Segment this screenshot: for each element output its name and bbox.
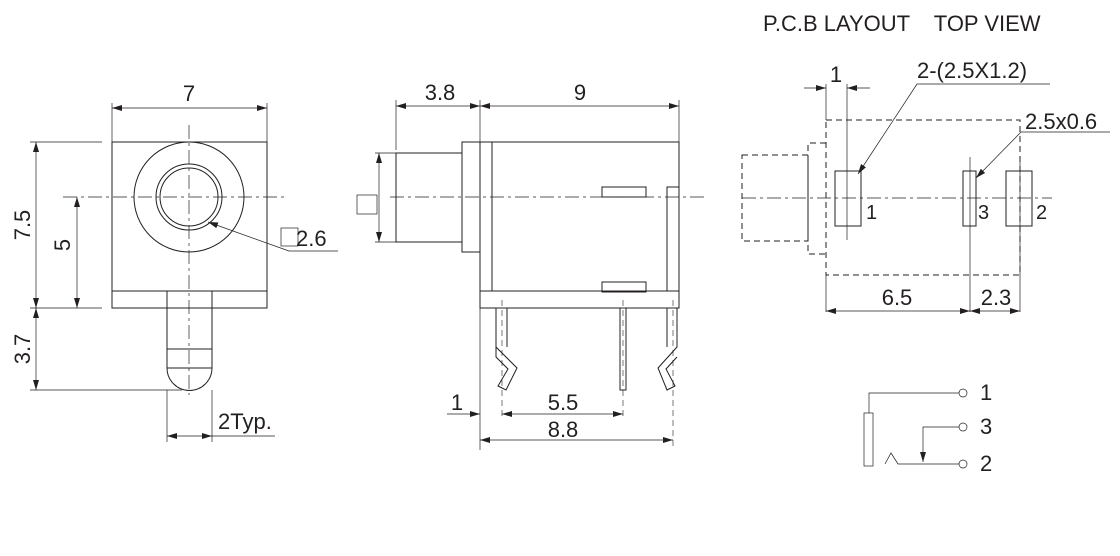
- dim-pin-width: 2Typ.: [218, 409, 272, 434]
- schematic-symbol: 1 3 2: [863, 380, 992, 476]
- pcb-title: P.C.B LAYOUT TOP VIEW: [763, 11, 1041, 36]
- pad-3: [962, 170, 977, 227]
- pad-label: 3: [978, 202, 989, 224]
- pin-left: [495, 308, 518, 391]
- pcb-layout: P.C.B LAYOUT TOP VIEW 1 3 2 1 2-(2.5X1.2…: [741, 11, 1110, 314]
- dim-edge-offset: 1: [830, 62, 842, 87]
- pin-front: [166, 291, 213, 391]
- dim-pin-span: 8.8: [548, 417, 579, 442]
- dim-pin-spacing: 5.5: [548, 390, 579, 415]
- dim-pin-length: 3.7: [10, 334, 35, 365]
- terminal-3-icon: [958, 422, 968, 432]
- square-symbol-icon: [280, 227, 299, 247]
- pad-1: [834, 170, 862, 227]
- dim-height: 7.5: [10, 210, 35, 241]
- dim-center-height: 5: [50, 239, 75, 251]
- jack-body-outline: [111, 141, 268, 309]
- terminal-label: 1: [980, 380, 992, 405]
- dim-plug-length: 3.8: [425, 80, 456, 105]
- dim-pin-offset: 1: [451, 390, 463, 415]
- terminal-label: 3: [980, 414, 992, 439]
- dim-spacing-1: 6.5: [882, 285, 913, 310]
- side-body-outline: [479, 141, 680, 309]
- pad-2: [1005, 170, 1033, 227]
- front-view: 7 7.5 5 3.7 2Typ. 2.6: [10, 81, 338, 442]
- pad-label: 1: [866, 202, 877, 224]
- large-pad-note: 2-(2.5X1.2): [917, 58, 1027, 83]
- footprint-outline: [825, 119, 1021, 276]
- terminal-2-icon: [958, 459, 968, 469]
- dim-body-length: 9: [574, 80, 586, 105]
- dim-spacing-2: 2.3: [981, 285, 1012, 310]
- terminal-1-icon: [958, 388, 968, 398]
- side-view: 3.8 9 1 5.5 8.8: [356, 80, 705, 450]
- small-pad-note: 2.5x0.6: [1025, 109, 1097, 134]
- plug-barrel: [395, 152, 463, 243]
- dim-bore: 2.6: [296, 226, 327, 251]
- dim-width: 7: [183, 81, 195, 106]
- terminal-label: 2: [980, 451, 992, 476]
- sleeve-contact: [863, 412, 874, 467]
- pad-label: 2: [1036, 202, 1047, 224]
- square-symbol-icon: [356, 194, 378, 215]
- pin-right: [657, 308, 678, 391]
